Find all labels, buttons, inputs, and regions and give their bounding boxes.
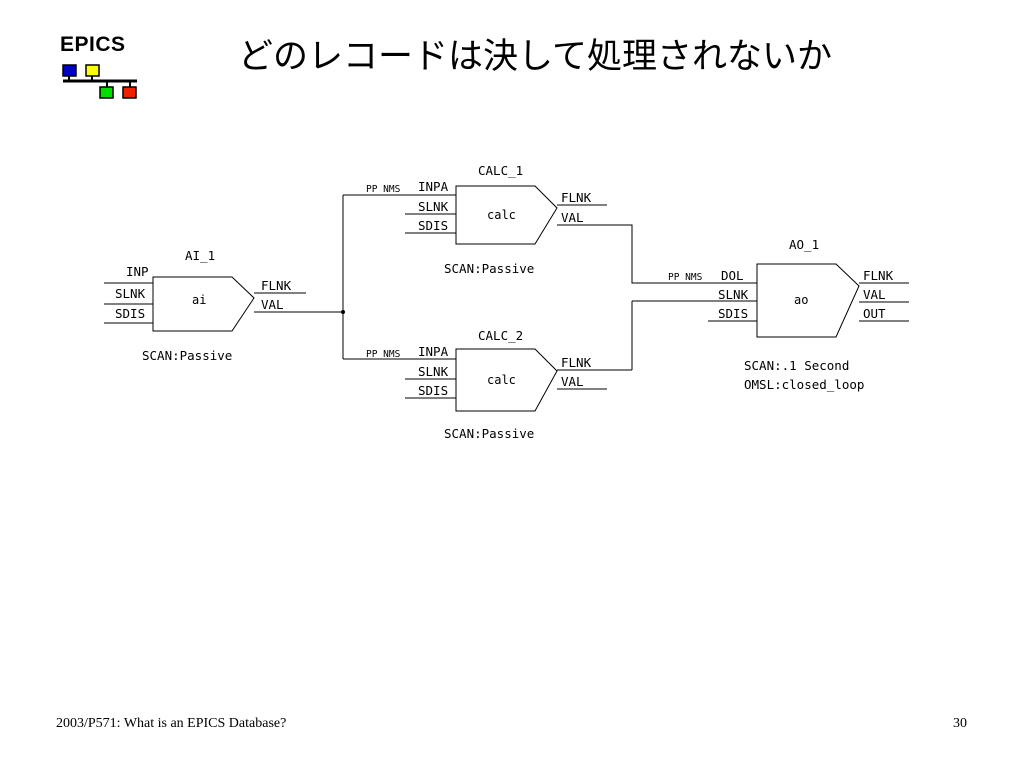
ao-1-output-out: OUT [863,306,886,321]
footer-course-label: 2003/P571: What is an EPICS Database? [56,716,287,731]
calc-2-input-sdis: SDIS [418,383,448,398]
calc-2-name: CALC_2 [478,328,523,343]
ai-1-input-slnk: SLNK [115,286,146,301]
epics-logo: EPICS [60,33,150,105]
ai-1-scan: SCAN:Passive [142,348,232,363]
calc-2-scan: SCAN:Passive [444,426,534,441]
ao-1-output-val: VAL [863,287,886,302]
ao-1-block [756,263,860,338]
calc-1-name: CALC_1 [478,163,523,178]
slide-title: どのレコードは決して処理されないか [238,37,832,77]
calc-1-scan: SCAN:Passive [444,261,534,276]
junction-dot [341,310,345,314]
ai-1-type: ai [192,293,206,307]
ao-1-link-label: PP NMS [668,272,703,283]
calc-1-input-slnk: SLNK [418,199,449,214]
calc-1-input-inpa: INPA [418,179,449,194]
calc-1-output-flnk: FLNK [561,190,592,205]
calc-1-output-val: VAL [561,210,584,225]
ai-1-input-inp: INP [126,264,149,279]
ai-1-output-val: VAL [261,297,284,312]
page-number: 30 [953,716,967,731]
calc-2-output-flnk: FLNK [561,355,592,370]
ao-1-input-sdis: SDIS [718,306,748,321]
ao-1-input-slnk: SLNK [718,287,749,302]
ao-1-scan: SCAN:.1 Second [744,358,849,373]
calc-2-type: calc [487,373,516,387]
ai-1-output-flnk: FLNK [261,278,292,293]
calc-2-block [455,348,558,412]
logo-network-icon [62,64,137,99]
ao-1-output-flnk: FLNK [863,268,894,283]
ai-1-input-sdis: SDIS [115,306,145,321]
ai-1-name: AI_1 [185,248,215,263]
ao-1-name: AO_1 [789,237,819,252]
calc-1-input-sdis: SDIS [418,218,448,233]
ao-1-input-dol: DOL [721,268,744,283]
calc-1-block [455,185,558,245]
logo-square-red [122,86,137,99]
calc-1-type: calc [487,208,516,222]
logo-text: EPICS [60,33,126,56]
logo-square-green [99,86,114,99]
ao-1-type: ao [794,293,808,307]
calc-2-input-slnk: SLNK [418,364,449,379]
calc-1-link-label: PP NMS [366,184,401,195]
calc-2-input-inpa: INPA [418,344,449,359]
ao-1-omsl: OMSL:closed_loop [744,377,864,392]
calc-2-output-val: VAL [561,374,584,389]
calc-2-link-label: PP NMS [366,349,401,360]
ai-1-block [152,276,255,332]
